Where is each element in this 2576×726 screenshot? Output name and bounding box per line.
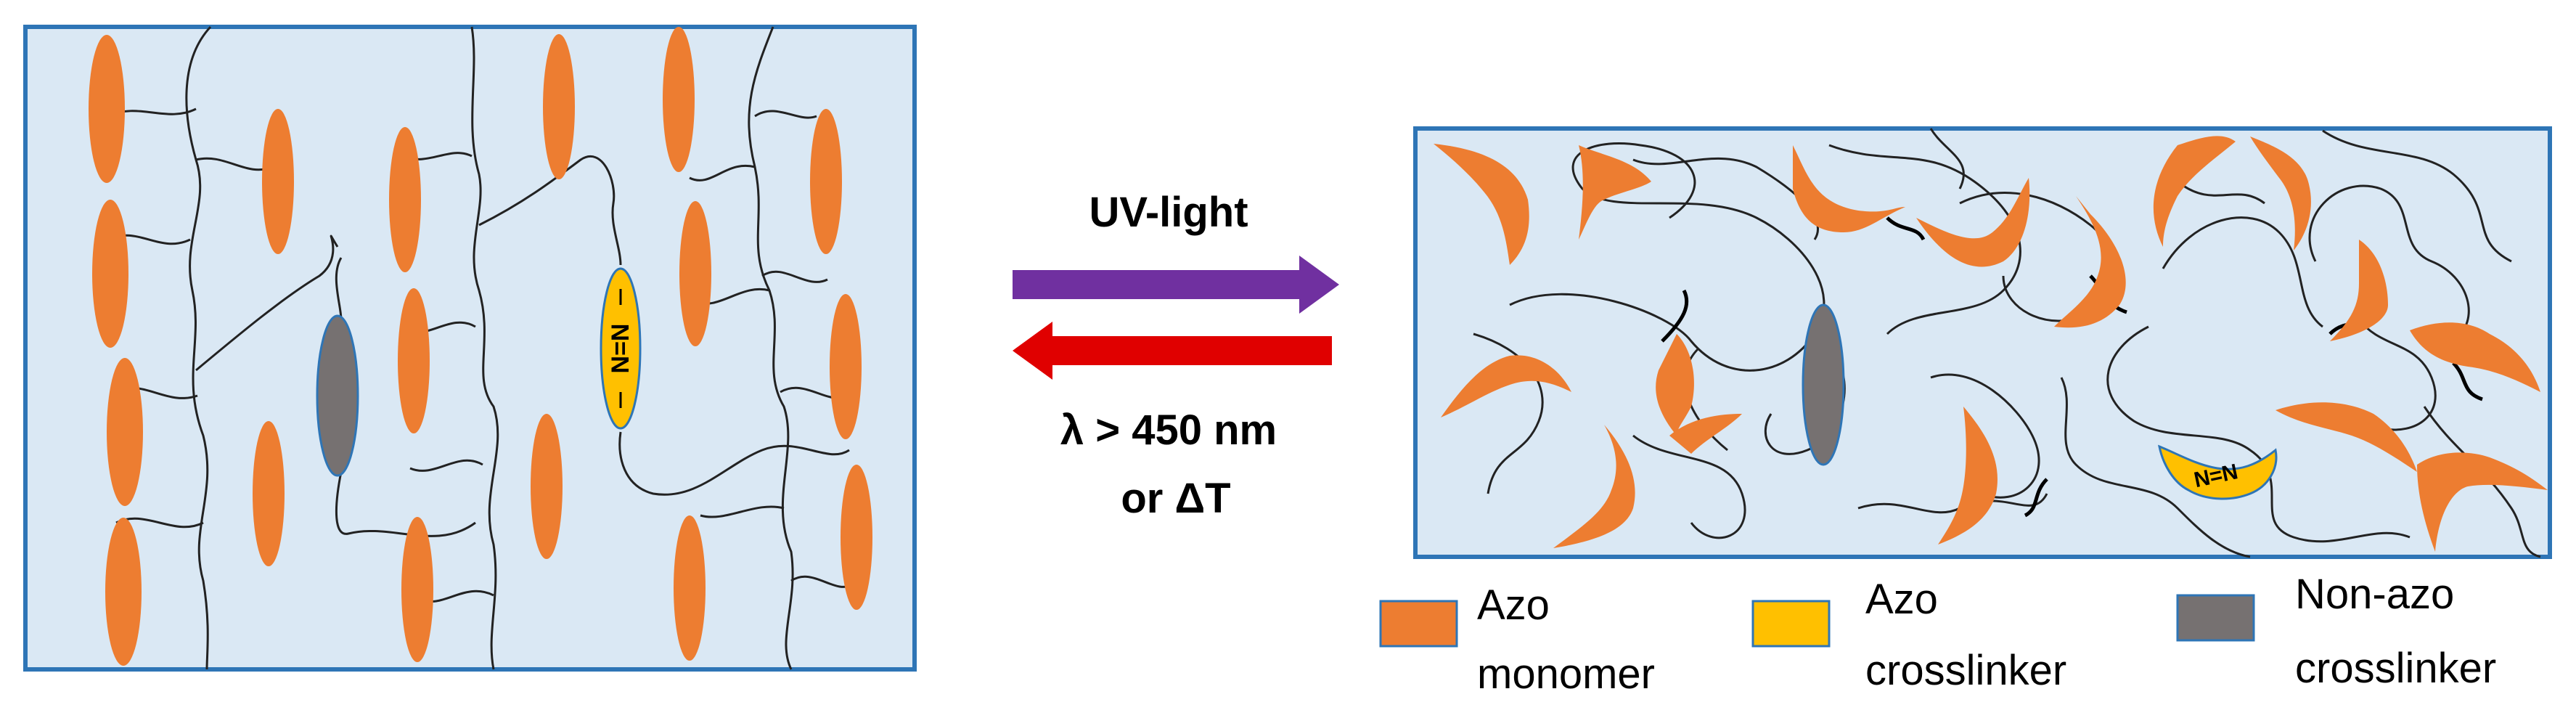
azo-monomer-bent [2330,240,2388,341]
azo-monomer-bent [1669,414,1742,454]
azo-monomer-group [89,27,872,666]
legend-label-line1: Azo [1477,582,1550,629]
legend-label-line1: Non-azo [2295,571,2454,618]
azo-monomer-rod [105,518,142,666]
azo-monomer-bent [1553,425,1635,548]
azo-monomer-bent [2276,402,2417,472]
azo-monomer-rod [401,517,433,662]
azo-monomer-rod [674,515,706,661]
azo-monomer-rod [89,35,125,183]
uv-light-arrow [1013,256,1339,314]
azo-monomer-rod [841,465,872,610]
aligned-panel-background [23,25,917,672]
forward-arrow-label: UV-light [1089,189,1248,236]
azo-monomer-bent [1441,355,1571,417]
legend-item-non-azo-crosslinker: Non-azo crosslinker [2176,571,2496,692]
azo-monomer-rod [262,109,294,254]
legend-item-azo-monomer: Azo monomer [1379,582,1655,698]
azo-monomer-rod [663,27,695,172]
azo-monomer-rod [107,358,143,506]
legend-swatch-non-azo-crosslinker [2176,594,2255,642]
legend-label-line2: crosslinker [2295,645,2496,692]
azo-monomer-bent [1579,145,1651,240]
reverse-arrow [1013,322,1332,380]
azo-monomer-bent [2250,136,2311,250]
azo-monomer-bent [2410,322,2540,392]
reverse-arrow-label-line1: λ > 450 nm [1060,407,1277,454]
azo-monomer-bent [2153,136,2236,247]
azo-monomer-rod [531,414,563,559]
azo-monomer-rod [389,127,421,272]
azo-monomer-rod [92,200,128,348]
aligned-state-panel: N=N [23,25,917,672]
azo-monomer-bent [1434,144,1529,265]
transition-arrows: UV-light λ > 450 nm or ΔT [1013,189,1339,522]
non-azo-crosslinker-rod [316,314,359,477]
disordered-state-panel: N=N [1413,126,2552,559]
azo-monomer-bent [1793,145,1905,232]
azo-monomer-bent [2054,196,2126,328]
azo-monomer-bent [1916,178,2030,267]
azo-monomer-rod [679,201,711,346]
azo-monomer-rod [398,288,430,433]
legend-label-line2: monomer [1477,650,1655,698]
legend-swatch-azo-monomer [1379,600,1458,648]
azo-monomer-rod [830,294,862,439]
azo-crosslinker-bent: N=N [2157,444,2278,500]
legend-label-line1: Azo [1865,576,1938,623]
azo-monomer-rod [253,421,285,566]
non-azo-crosslinker-rod [1802,303,1845,466]
azo-monomer-rod [543,34,575,179]
azo-monomer-group [1434,136,2548,552]
legend: Azo monomer Azo crosslinker Non-azo cros… [1379,571,2496,698]
reverse-arrow-label-line2: or ΔT [1121,475,1230,522]
azo-monomer-rod [810,109,842,254]
azo-crosslinker-label: N=N [607,324,634,374]
legend-item-azo-crosslinker: Azo crosslinker [1751,576,2066,694]
azo-monomer-bent [2417,452,2548,552]
azo-monomer-bent [1938,407,1998,544]
azo-crosslinker-rod: N=N [600,267,642,430]
legend-label-line2: crosslinker [1865,647,2066,694]
azo-monomer-bent [1656,334,1694,436]
legend-swatch-azo-crosslinker [1751,600,1831,648]
